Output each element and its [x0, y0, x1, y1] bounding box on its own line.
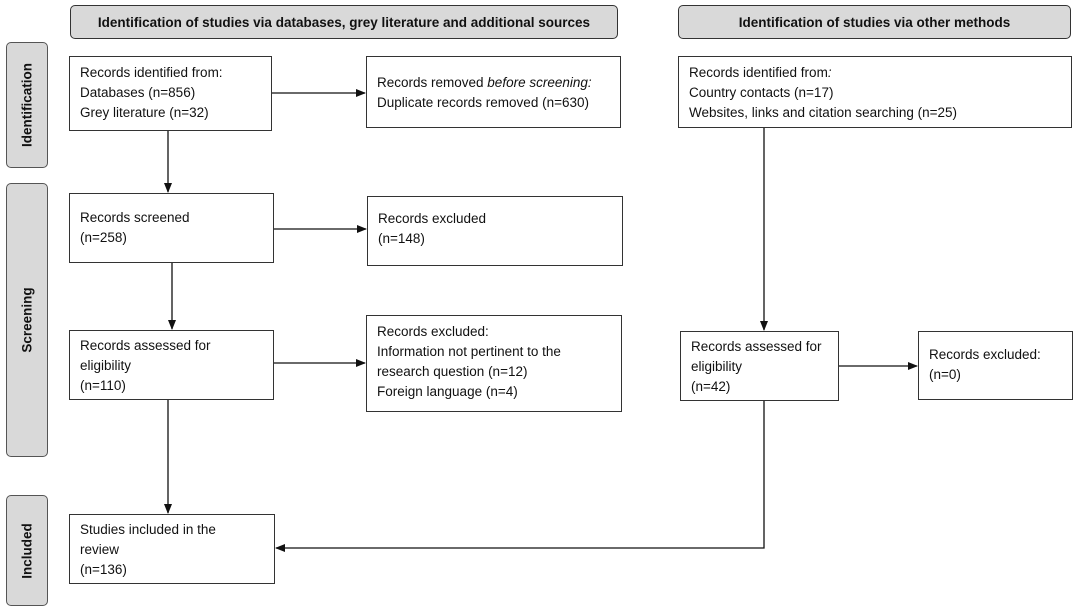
text-fragment: Records removed — [377, 75, 488, 90]
box-excluded-eligibility: Records excluded: Information not pertin… — [366, 315, 622, 412]
text-line: Records assessed for — [691, 339, 822, 354]
text-line: (n=0) — [929, 367, 961, 382]
text-line: Records screened — [80, 210, 190, 225]
text-line: research question (n=12) — [377, 364, 528, 379]
text-line: Websites, links and citation searching (… — [689, 105, 958, 120]
text-line: Studies included in the — [80, 522, 216, 537]
text-line: Grey literature (n=32) — [80, 105, 209, 120]
box-other-assessed: Records assessed for eligibility (n=42) — [680, 331, 839, 401]
header-other-methods: Identification of studies via other meth… — [678, 5, 1071, 39]
arrow-other-assessed-to-included — [275, 401, 765, 552]
text-line: Records identified from: — [80, 65, 223, 80]
box-other-excluded: Records excluded: (n=0) — [918, 331, 1073, 400]
phase-included: Included — [6, 495, 48, 606]
text-fragment: Records identified from — [689, 65, 828, 80]
text-line: (n=110) — [80, 378, 126, 393]
text-line: (n=148) — [378, 231, 425, 246]
phase-screening: Screening — [6, 183, 48, 457]
text-line: Records excluded — [378, 211, 487, 226]
text-line: Records excluded: — [929, 347, 1041, 362]
text-line: Records removed before screening: — [377, 73, 610, 93]
text-emphasis: before screening: — [487, 75, 592, 90]
text-line: (n=136) — [80, 562, 127, 577]
box-studies-included: Studies included in the review (n=136) — [69, 514, 275, 584]
text-emphasis: : — [827, 65, 832, 80]
box-records-excluded-screening: Records excluded (n=148) — [367, 196, 623, 266]
text-line: Records assessed for — [80, 338, 211, 353]
box-assessed-eligibility: Records assessed for eligibility (n=110) — [69, 330, 274, 400]
phase-identification: Identification — [6, 42, 48, 168]
text-line: review — [80, 542, 120, 557]
text-line: Records identified from: — [689, 63, 1061, 83]
text-line: eligibility — [691, 359, 743, 374]
box-records-identified: Records identified from: Databases (n=85… — [69, 56, 272, 131]
box-records-screened: Records screened (n=258) — [69, 193, 274, 263]
text-line: Databases (n=856) — [80, 85, 196, 100]
text-line: Foreign language (n=4) — [377, 384, 518, 399]
text-line: (n=258) — [80, 230, 127, 245]
text-line: Duplicate records removed (n=630) — [377, 95, 589, 110]
text-line: eligibility — [80, 358, 132, 373]
header-databases: Identification of studies via databases,… — [70, 5, 618, 39]
box-records-removed: Records removed before screening: Duplic… — [366, 56, 621, 128]
text-line: Information not pertinent to the — [377, 344, 561, 359]
header-other-methods-label: Identification of studies via other meth… — [738, 14, 1011, 30]
text-line: (n=42) — [691, 379, 731, 394]
text-line: Records excluded: — [377, 324, 489, 339]
box-other-identified: Records identified from: Country contact… — [678, 56, 1072, 128]
header-databases-label: Identification of studies via databases,… — [97, 14, 591, 30]
text-line: Country contacts (n=17) — [689, 85, 834, 100]
